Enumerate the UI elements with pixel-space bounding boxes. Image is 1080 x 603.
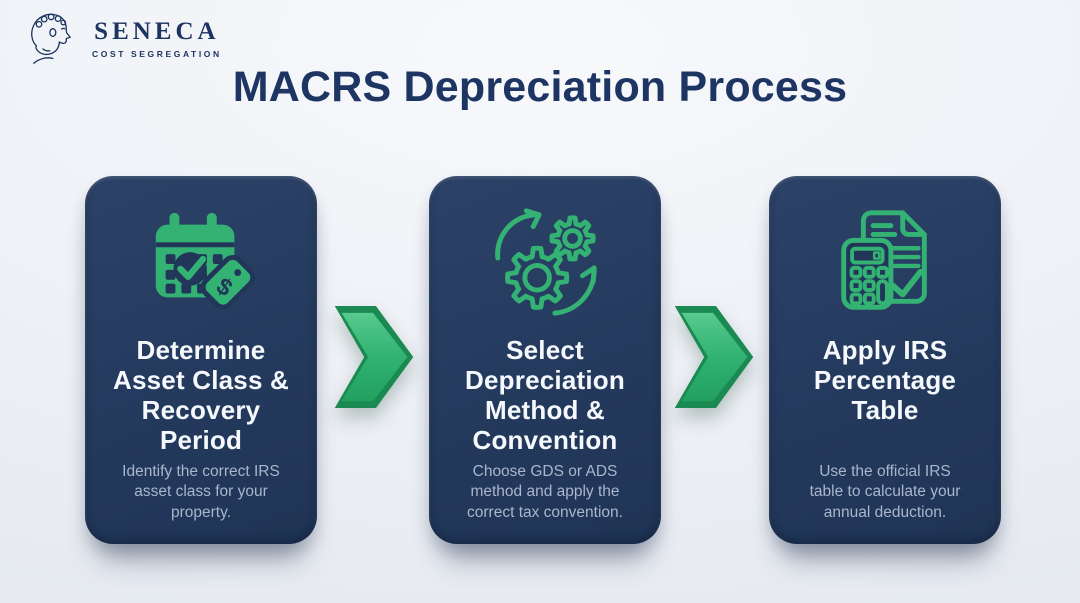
step-description: Use the official IRS table to calculate … <box>809 463 961 521</box>
step-card-determine-asset-class: $ Determine Asset Class & Recovery Perio… <box>85 176 317 544</box>
brand-name: SENECA <box>94 18 220 46</box>
gears-sync-icon <box>429 202 661 322</box>
step-description: Identify the correct IRS asset class for… <box>122 463 280 521</box>
page-title: MACRS Depreciation Process <box>232 63 848 111</box>
seneca-logo: SENECA COST SEGREGATION <box>26 10 228 68</box>
seneca-head-icon <box>26 10 78 68</box>
calendar-price-tag-icon: $ <box>85 202 317 322</box>
step-card-apply-irs-table: Apply IRS Percentage Table Use the offic… <box>769 176 1001 544</box>
flow-arrow-icon <box>673 306 755 408</box>
flow-arrow-icon <box>333 306 415 408</box>
step-title: Apply IRS Percentage Table <box>813 335 957 425</box>
step-title: Select Depreciation Method & Convention <box>465 335 625 455</box>
tagline-text: COST SEGREGATION <box>92 48 222 59</box>
calculator-document-icon <box>769 202 1001 322</box>
step-title: Determine Asset Class & Recovery Period <box>112 335 290 455</box>
brand-tagline: COST SEGREGATION <box>86 49 228 59</box>
step-description: Choose GDS or ADS method and apply the c… <box>467 463 623 521</box>
step-card-select-method: Select Depreciation Method & Convention … <box>429 176 661 544</box>
